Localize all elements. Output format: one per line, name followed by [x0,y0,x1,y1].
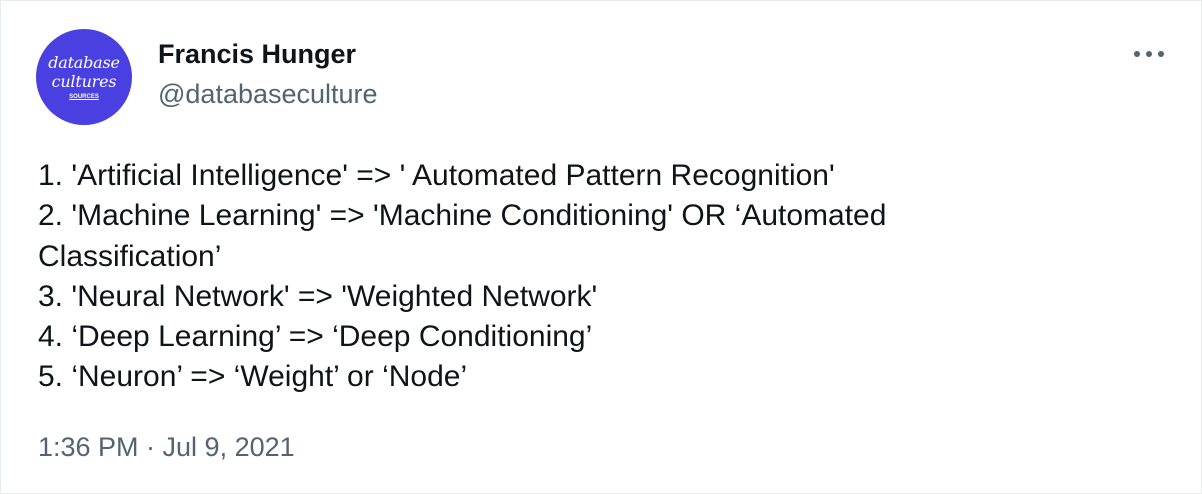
tweet-text: 1. 'Artificial Intelligence' => ' Automa… [38,156,1168,398]
avatar-subtitle: SOURCES [69,94,99,100]
tweet-timestamp[interactable]: 1:36 PM · Jul 9, 2021 [38,432,295,462]
more-horizontal-icon [1134,51,1164,57]
avatar-text-line1: database [48,53,120,72]
avatar[interactable]: database cultures SOURCES [36,29,132,125]
author-handle[interactable]: @databaseculture [158,79,378,109]
more-options-button[interactable] [1127,39,1171,69]
tweet-line: 5. ‘Neuron’ => ‘Weight’ or ‘Node’ [38,360,468,394]
tweet-line: 2. 'Machine Learning' => 'Machine Condit… [38,199,887,233]
tweet-line: 3. 'Neural Network' => 'Weighted Network… [38,279,598,313]
author-name[interactable]: Francis Hunger [158,39,357,69]
tweet-line: Classification’ [38,239,222,273]
tweet-line: 1. 'Artificial Intelligence' => ' Automa… [38,159,835,192]
avatar-text-line2: cultures [51,72,117,91]
tweet-line: 4. ‘Deep Learning’ => ‘Deep Conditioning… [38,320,593,354]
